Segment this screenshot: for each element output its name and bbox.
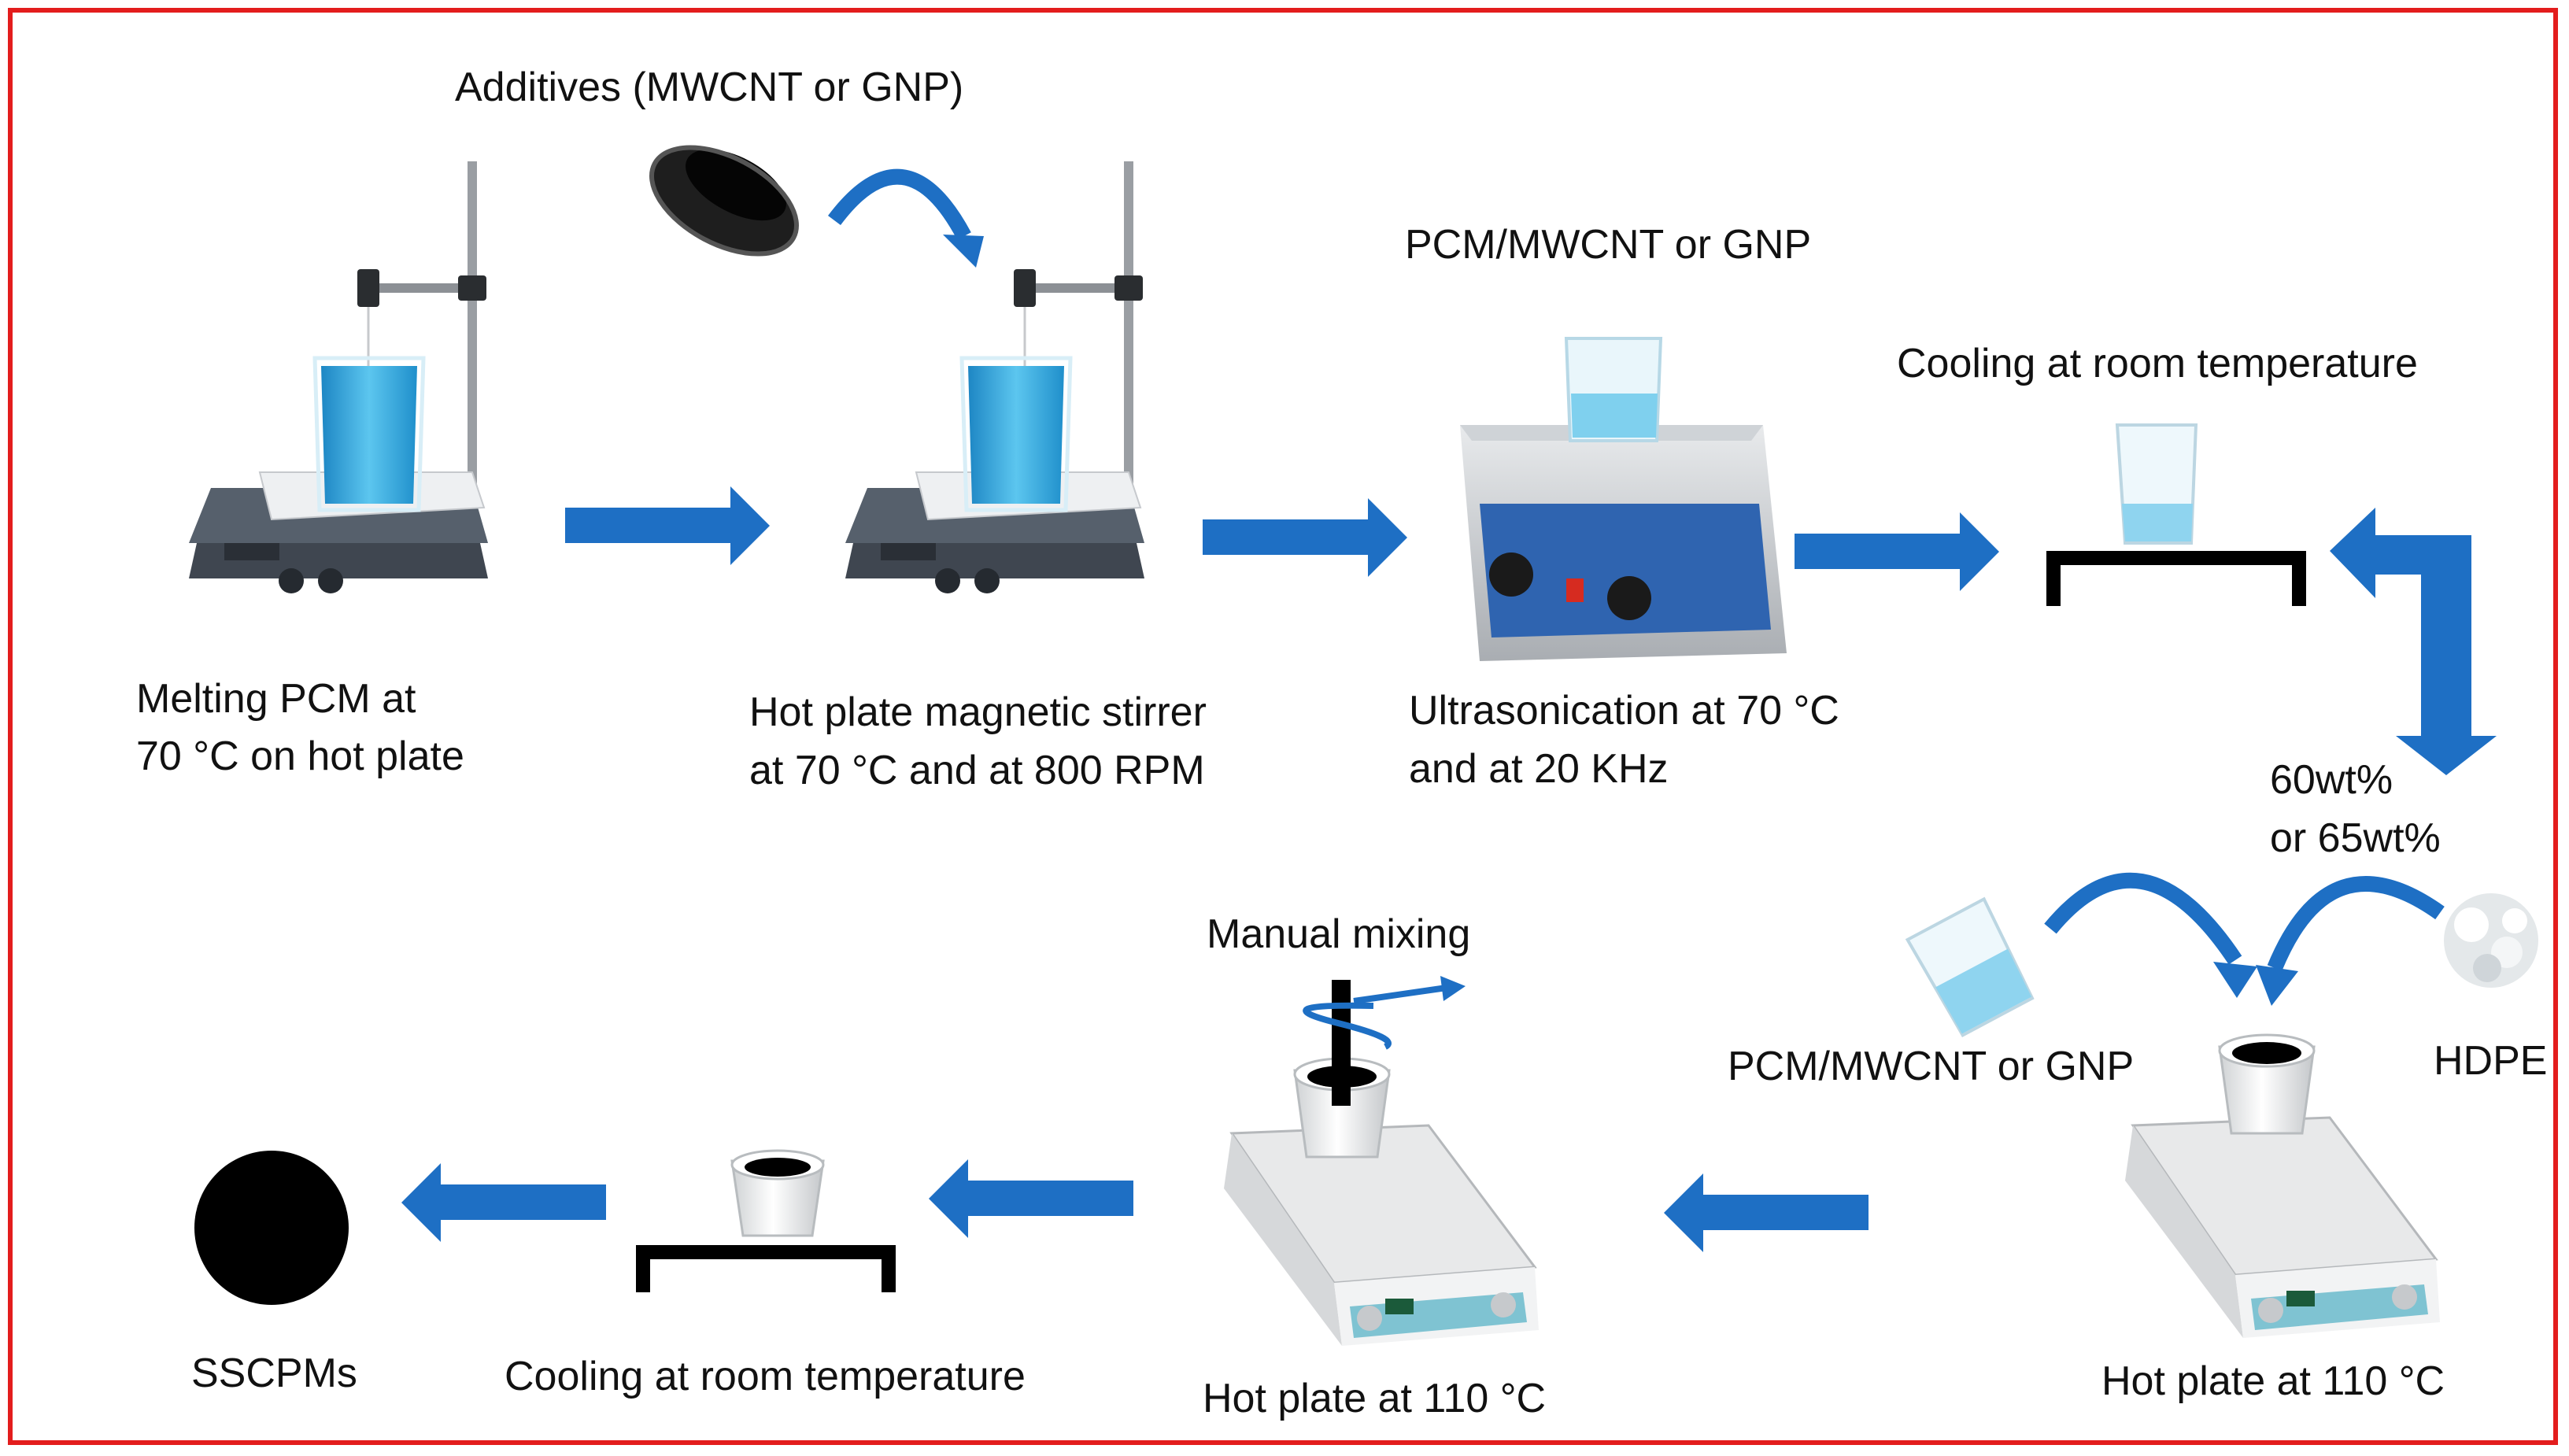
label-stirrer-line2: at 70 °C and at 800 RPM [749,748,1205,793]
label-ratio-line2: or 65wt% [2270,815,2441,861]
arrow-cool-to-sscpm [401,1163,606,1242]
curved-arrow-pcm [2044,872,2242,965]
label-hdpe: HDPE [2434,1038,2548,1084]
label-manual-mixing: Manual mixing [1207,911,1471,957]
sscpm-sample [194,1151,349,1305]
rotation-arrow-icon [1303,1002,1392,1050]
label-additives: Additives (MWCNT or GNP) [455,65,964,110]
label-melting-line2: 70 °C on hot plate [136,734,464,779]
cooling-stand-top [2046,423,2306,606]
label-pcm-mix-bottom: PCM/MWCNT or GNP [1728,1044,2135,1089]
cooling-stand-bottom [636,1149,896,1292]
elbow-arrow-right [2330,508,2497,775]
figure-border [8,8,2558,1445]
stirrer-hotplate-2 [845,161,1144,593]
rotation-arrow-head [1440,976,1466,1001]
label-pcm-mix-top: PCM/MWCNT or GNP [1405,222,1812,268]
curved-arrow-hdpe [2267,876,2445,971]
pcm-pour-beaker [1905,896,2035,1037]
curved-arrow-additive [828,168,971,240]
label-cooling-bottom: Cooling at room temperature [505,1354,1026,1399]
curved-arrow-additive-head [943,235,984,268]
label-hotplate-mid: Hot plate at 110 °C [1203,1376,1547,1421]
label-stirrer-line1: Hot plate magnetic stirrer [749,689,1207,735]
ultrasonic-bath [1460,337,1787,661]
hdpe-pellets-icon [2444,893,2538,988]
curved-arrow-hdpe-head [2256,965,2298,1006]
arrow-stir-to-ultra [1203,498,1407,577]
arrow-right-hot-to-mid-hot [1664,1173,1869,1252]
mixing-rod [1332,980,1351,1106]
label-cooling-top: Cooling at room temperature [1897,341,2418,386]
hotplate-middle [1224,1057,1539,1346]
rotation-arrow-line [1353,985,1447,1004]
label-hotplate-right: Hot plate at 110 °C [2101,1358,2445,1404]
additive-dish-icon [649,145,799,257]
arrow-ultra-to-cool [1795,512,1999,591]
hotplate-right [2125,1033,2440,1338]
label-melting-line1: Melting PCM at [136,676,416,722]
stirrer-hotplate-1 [189,161,488,593]
label-ultra-line2: and at 20 KHz [1409,746,1669,792]
curved-arrow-pcm-head [2213,962,2257,998]
arrow-mid-hot-to-cool [929,1159,1133,1238]
arrow-melt-to-stir [565,486,770,565]
label-ratio-line1: 60wt% [2270,757,2393,803]
label-sscpms: SSCPMs [191,1351,357,1396]
label-ultra-line1: Ultrasonication at 70 °C [1409,688,1839,734]
